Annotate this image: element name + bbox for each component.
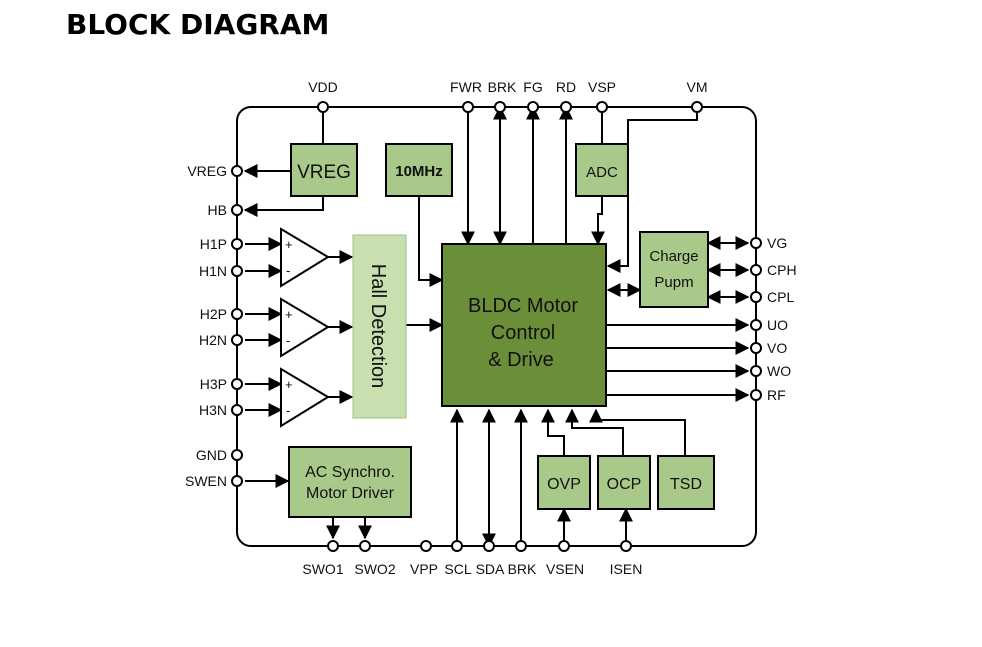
comparator-1-plus: + xyxy=(285,237,293,252)
pin-label-vreg: VREG xyxy=(187,163,227,179)
pin-label-vpp: VPP xyxy=(410,561,438,577)
pin-vg xyxy=(750,237,762,249)
pin-fg xyxy=(527,101,539,113)
pin-vsen xyxy=(558,540,570,552)
pin-sda xyxy=(483,540,495,552)
pin-vdd xyxy=(317,101,329,113)
charge-label-line2: Pupm xyxy=(654,274,693,291)
main-label-line2: Control xyxy=(491,322,555,344)
pin-label-h2n: H2N xyxy=(199,332,227,348)
pin-fwr xyxy=(462,101,474,113)
pin-cph xyxy=(750,264,762,276)
pin-label-vsp: VSP xyxy=(588,79,616,95)
ovp-label: OVP xyxy=(547,476,581,493)
pin-label-h1n: H1N xyxy=(199,263,227,279)
pin-h2p xyxy=(231,308,243,320)
pin-cpl xyxy=(750,291,762,303)
pin-label-vg: VG xyxy=(767,235,787,251)
tsd-block xyxy=(657,455,715,510)
pin-h1n xyxy=(231,265,243,277)
comparator-2-minus: - xyxy=(286,333,290,348)
pin-gnd xyxy=(231,449,243,461)
hall-label: Hall Detection xyxy=(367,264,389,389)
pin-vo xyxy=(750,342,762,354)
main-label-line3: & Drive xyxy=(488,349,554,371)
pin-label-cph: CPH xyxy=(767,262,797,278)
pin-label-swo1: SWO1 xyxy=(302,561,343,577)
pin-scl xyxy=(451,540,463,552)
pin-label-uo: UO xyxy=(767,317,788,333)
vreg-label: VREG xyxy=(297,162,351,183)
pin-label-wo: WO xyxy=(767,363,791,379)
osc-label: 10MHz xyxy=(395,163,443,180)
pin-rd xyxy=(560,101,572,113)
ac-driver-block xyxy=(288,446,412,518)
pin-swen xyxy=(231,475,243,487)
pin-brk-bottom xyxy=(515,540,527,552)
tsd-label: TSD xyxy=(670,476,702,493)
pin-label-h1p: H1P xyxy=(200,236,227,252)
charge-pump-block xyxy=(639,231,709,308)
pin-label-h3n: H3N xyxy=(199,402,227,418)
osc-10mhz-block xyxy=(385,143,453,197)
vreg-block xyxy=(290,143,358,197)
adc-label: ADC xyxy=(586,164,618,181)
pin-hb xyxy=(231,204,243,216)
pin-label-swo2: SWO2 xyxy=(354,561,395,577)
pin-label-fwr: FWR xyxy=(450,79,482,95)
page-title: BLOCK DIAGRAM xyxy=(66,8,330,41)
comparator-3 xyxy=(280,367,330,428)
adc-block xyxy=(575,143,629,197)
pin-h1p xyxy=(231,238,243,250)
pin-label-h2p: H2P xyxy=(200,306,227,322)
main-label-line1: BLDC Motor xyxy=(468,295,578,317)
pin-vreg xyxy=(231,165,243,177)
pin-label-fg: FG xyxy=(523,79,542,95)
pin-label-hb: HB xyxy=(208,202,227,218)
pin-uo xyxy=(750,319,762,331)
pin-label-brk-top: BRK xyxy=(488,79,517,95)
pin-swo1 xyxy=(327,540,339,552)
main-control-block xyxy=(441,243,607,407)
ac-label-line2: Motor Driver xyxy=(306,485,395,502)
pin-wo xyxy=(750,365,762,377)
pin-h3p xyxy=(231,378,243,390)
pin-label-sda: SDA xyxy=(476,561,505,577)
pin-label-isen: ISEN xyxy=(610,561,643,577)
ac-label-line1: AC Synchro. xyxy=(305,464,395,481)
comparator-2 xyxy=(280,297,330,358)
pin-vpp xyxy=(420,540,432,552)
pin-label-rd: RD xyxy=(556,79,576,95)
ocp-block xyxy=(597,455,651,510)
pin-vsp xyxy=(596,101,608,113)
pin-label-scl: SCL xyxy=(444,561,471,577)
pin-label-swen: SWEN xyxy=(185,473,227,489)
hall-detection-block xyxy=(352,234,407,419)
charge-label-line1: Charge xyxy=(649,248,698,265)
pin-swo2 xyxy=(359,540,371,552)
pin-h2n xyxy=(231,334,243,346)
pin-h3n xyxy=(231,404,243,416)
pin-label-cpl: CPL xyxy=(767,289,794,305)
pin-label-rf: RF xyxy=(767,387,786,403)
comparator-1 xyxy=(280,227,330,288)
pin-label-vo: VO xyxy=(767,340,787,356)
comparator-2-plus: + xyxy=(285,307,293,322)
pin-label-vdd: VDD xyxy=(308,79,338,95)
pin-isen xyxy=(620,540,632,552)
ocp-label: OCP xyxy=(607,476,642,493)
comparator-1-minus: - xyxy=(286,263,290,278)
pin-label-gnd: GND xyxy=(196,447,227,463)
pin-rf xyxy=(750,389,762,401)
pin-label-vsen: VSEN xyxy=(546,561,584,577)
pin-label-h3p: H3P xyxy=(200,376,227,392)
pin-label-vm: VM xyxy=(687,79,708,95)
pin-brk-top xyxy=(494,101,506,113)
pin-vm xyxy=(691,101,703,113)
comparator-3-plus: + xyxy=(285,377,293,392)
ovp-block xyxy=(537,455,591,510)
pin-label-brk-bottom: BRK xyxy=(508,561,537,577)
comparator-3-minus: - xyxy=(286,403,290,418)
